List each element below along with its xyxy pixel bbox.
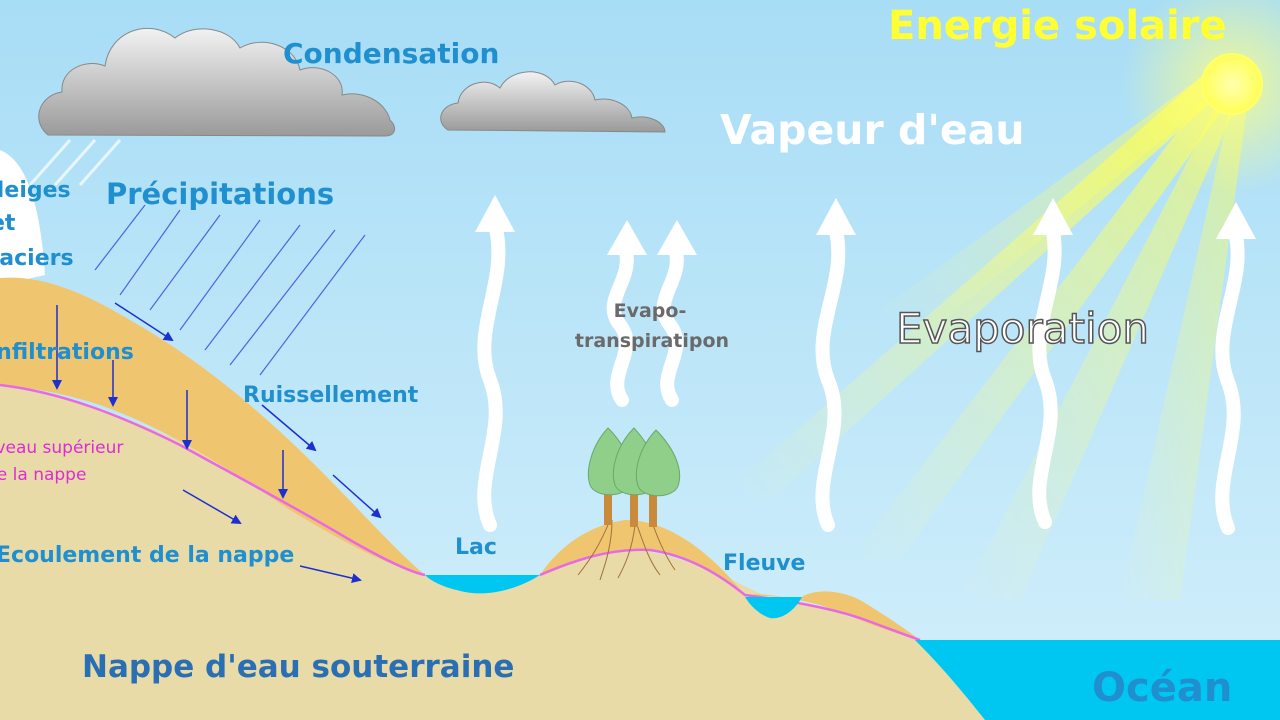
evapotranspiration-label-2: transpiratipon bbox=[574, 330, 730, 352]
large-cloud-icon bbox=[38, 27, 396, 137]
snow-label-1: Neiges bbox=[0, 178, 71, 203]
small-cloud-icon bbox=[440, 71, 666, 133]
groundwater-flow-arrows bbox=[182, 489, 362, 584]
evaporation-label: Evaporation bbox=[895, 304, 1149, 353]
ocean-label: Océan bbox=[1092, 665, 1233, 711]
water-table-label-2: de la nappe bbox=[0, 465, 87, 485]
water-table-label-1: Niveau supérieur bbox=[0, 438, 124, 458]
groundwater-flow-label: Ecoulement de la nappe bbox=[0, 543, 295, 568]
snow-label-3: glaciers bbox=[0, 246, 74, 271]
precipitation-label: Précipitations bbox=[106, 177, 335, 211]
lake bbox=[425, 575, 540, 594]
river-label: Fleuve bbox=[723, 551, 806, 576]
soil-layer bbox=[0, 277, 920, 640]
infiltration-arrows bbox=[52, 305, 288, 499]
solar-energy-label: Energie solaire bbox=[888, 3, 1227, 49]
lake-label: Lac bbox=[455, 535, 497, 560]
water-table-line bbox=[0, 383, 921, 642]
groundwater-label: Nappe d'eau souterraine bbox=[82, 649, 515, 685]
subsoil-ground bbox=[0, 385, 990, 720]
snow-label-2: et bbox=[0, 211, 16, 236]
trees-icon bbox=[577, 427, 681, 581]
precipitation-rain bbox=[94, 204, 366, 376]
condensation-label: Condensation bbox=[283, 37, 500, 70]
river bbox=[745, 597, 802, 619]
sun-glow bbox=[1122, 0, 1280, 194]
runoff-arrows bbox=[114, 302, 382, 519]
ocean bbox=[915, 640, 1280, 720]
water-vapor-label: Vapeur d'eau bbox=[720, 106, 1025, 154]
snow-glacier bbox=[0, 150, 45, 285]
runoff-label: Ruissellement bbox=[243, 383, 419, 408]
infiltration-label: Infiltrations bbox=[0, 340, 134, 365]
evapotranspiration-arrows bbox=[606, 220, 697, 407]
precipitation-streaks bbox=[28, 139, 122, 186]
evapotranspiration-label-1: Evapo- bbox=[613, 300, 687, 322]
sun-icon bbox=[1201, 53, 1263, 115]
evaporation-arrows bbox=[475, 195, 1256, 535]
